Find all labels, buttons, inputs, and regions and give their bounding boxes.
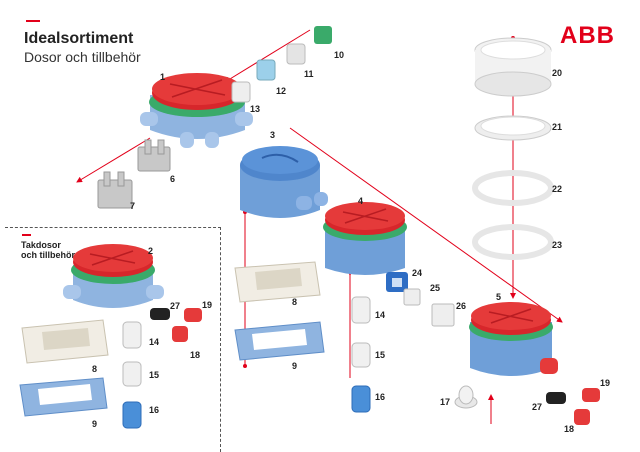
label-13: 13 xyxy=(250,104,261,114)
label-5: 5 xyxy=(496,292,502,302)
plug-18-left xyxy=(172,326,188,342)
label-9-middle: 9 xyxy=(292,361,298,371)
section-accent-bar xyxy=(22,234,31,236)
part-25 xyxy=(403,288,421,306)
label-9-left: 9 xyxy=(92,419,98,429)
ring-21 xyxy=(474,115,552,141)
label-21: 21 xyxy=(552,122,563,132)
label-1: 1 xyxy=(160,72,166,82)
junction-box-1 xyxy=(140,73,253,148)
section-title-line1: Takdosor xyxy=(21,240,61,250)
label-27-left: 27 xyxy=(170,301,181,311)
frame-8-middle xyxy=(234,261,321,303)
label-19-left: 19 xyxy=(202,300,213,310)
label-22: 22 xyxy=(552,184,563,194)
plug-19-right xyxy=(582,388,600,402)
label-10: 10 xyxy=(334,50,345,60)
spacer-10 xyxy=(314,26,332,44)
spacer-12 xyxy=(256,59,276,81)
label-27-right: 27 xyxy=(532,402,543,412)
part-24 xyxy=(386,272,408,292)
label-26: 26 xyxy=(456,301,467,311)
label-8-left: 8 xyxy=(92,364,98,374)
label-7: 7 xyxy=(130,201,136,211)
label-2: 2 xyxy=(148,246,154,256)
label-16-left: 16 xyxy=(149,405,160,415)
adapter-15-left xyxy=(122,361,142,387)
frame-8-left xyxy=(21,319,109,364)
frame-9-middle xyxy=(234,321,325,361)
spacer-11 xyxy=(286,43,306,65)
ring-23 xyxy=(472,224,554,260)
label-25: 25 xyxy=(430,283,441,293)
adapter-14-left xyxy=(122,321,142,349)
label-17: 17 xyxy=(440,397,451,407)
junction-box-5 xyxy=(469,302,558,376)
label-15-middle: 15 xyxy=(375,350,386,360)
junction-box-2 xyxy=(63,244,164,308)
label-18-left: 18 xyxy=(190,350,201,360)
adapter-16-middle xyxy=(351,385,371,413)
label-4: 4 xyxy=(358,196,364,206)
section-title-line2: och tillbehör xyxy=(21,250,75,260)
plug-27-right xyxy=(546,392,566,404)
bracket-6 xyxy=(137,139,171,172)
ring-22 xyxy=(472,170,554,206)
label-20: 20 xyxy=(552,68,563,78)
page-title: Idealsortiment xyxy=(24,30,134,47)
junction-box-3 xyxy=(240,146,328,218)
junction-box-4 xyxy=(323,202,407,275)
part-17 xyxy=(454,385,478,409)
plug-19-left xyxy=(184,308,202,322)
adapter-14-middle xyxy=(351,296,371,324)
frame-9-left xyxy=(19,377,108,417)
adapter-15-middle xyxy=(351,342,371,368)
label-16-middle: 16 xyxy=(375,392,386,402)
adapter-16-left xyxy=(122,401,142,429)
header-accent-bar xyxy=(26,20,40,22)
label-14-left: 14 xyxy=(149,337,160,347)
plug-27-left xyxy=(150,308,170,320)
ceiling-box-section-frame xyxy=(5,227,221,452)
label-11: 11 xyxy=(304,69,314,79)
label-6: 6 xyxy=(170,174,176,184)
label-14-middle: 14 xyxy=(375,310,386,320)
bracket-7 xyxy=(97,171,133,209)
part-26 xyxy=(431,303,455,327)
page-subtitle: Dosor och tillbehör xyxy=(24,49,141,65)
section-title: Takdosor och tillbehör xyxy=(21,240,75,260)
label-8-middle: 8 xyxy=(292,297,298,307)
label-24: 24 xyxy=(412,268,423,278)
label-3: 3 xyxy=(270,130,276,140)
ring-20 xyxy=(474,37,552,97)
label-19-right: 19 xyxy=(600,378,611,388)
spacer-13 xyxy=(231,81,251,103)
label-12: 12 xyxy=(276,86,287,96)
label-23: 23 xyxy=(552,240,563,250)
label-18-right: 18 xyxy=(564,424,575,434)
abb-logo: ABB xyxy=(560,22,615,49)
plug-18-right xyxy=(574,409,590,425)
label-15-left: 15 xyxy=(149,370,160,380)
